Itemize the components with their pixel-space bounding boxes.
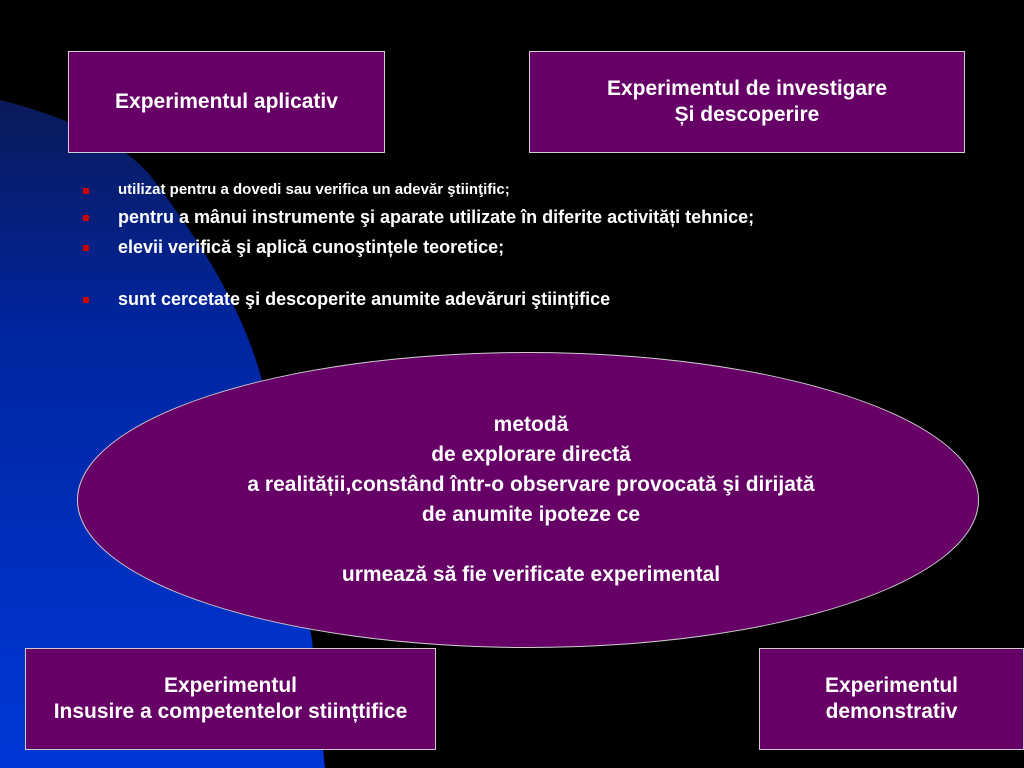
box-investigare-line-1: Experimentul de investigare bbox=[606, 77, 888, 100]
box-experimentul-insusire: Experimentul Insusire a competentelor st… bbox=[25, 648, 436, 750]
box-experimentul-aplicativ: Experimentul aplicativ bbox=[68, 51, 385, 153]
bullet-text: utilizat pentru a dovedi sau verifica un… bbox=[118, 181, 510, 198]
box-demonstrativ-line-2: demonstrativ bbox=[825, 700, 958, 723]
bullet-item: pentru a mânui instrumente şi aparate ut… bbox=[80, 206, 780, 228]
definition-line-1: metodă bbox=[493, 413, 569, 436]
box-investigare-line-2: Și descoperire bbox=[674, 103, 820, 126]
box-insusire-line-1: Experimentul bbox=[163, 674, 298, 697]
square-bullet-icon bbox=[83, 215, 89, 221]
bullet-text: sunt cercetate şi descoperite anumite ad… bbox=[118, 289, 611, 309]
bullet-item: utilizat pentru a dovedi sau verifica un… bbox=[80, 180, 780, 200]
definition-text: metodă de explorare directă a realității… bbox=[77, 410, 985, 590]
definition-line-4: de anumite ipoteze ce bbox=[421, 503, 641, 526]
definition-line-2: de explorare directă bbox=[431, 443, 631, 466]
bullet-list: utilizat pentru a dovedi sau verifica un… bbox=[80, 180, 780, 310]
definition-spacer bbox=[77, 530, 985, 560]
square-bullet-icon bbox=[83, 245, 89, 251]
box-experimentul-investigare: Experimentul de investigare Și descoperi… bbox=[529, 51, 965, 153]
box-experimentul-demonstrativ: Experimentul demonstrativ bbox=[759, 648, 1024, 750]
bullet-item: sunt cercetate şi descoperite anumite ad… bbox=[80, 288, 780, 310]
box-insusire-line-2: Insusire a competentelor stiințtifice bbox=[53, 700, 408, 723]
bullet-item: elevii verifică şi aplică cunoştințele t… bbox=[80, 236, 780, 258]
definition-line-5: urmează să fie verificate experimental bbox=[341, 563, 721, 586]
definition-line-3: a realității,constând într-o observare p… bbox=[247, 473, 815, 496]
box-demonstrativ-line-1: Experimentul bbox=[824, 674, 959, 697]
square-bullet-icon bbox=[83, 188, 89, 194]
square-bullet-icon bbox=[83, 297, 89, 303]
definition-ellipse bbox=[77, 352, 979, 648]
bullet-text: elevii verifică şi aplică cunoştințele t… bbox=[118, 237, 505, 257]
box-aplicativ-line-1: Experimentul aplicativ bbox=[115, 90, 338, 113]
bullet-text: pentru a mânui instrumente şi aparate ut… bbox=[118, 207, 755, 227]
